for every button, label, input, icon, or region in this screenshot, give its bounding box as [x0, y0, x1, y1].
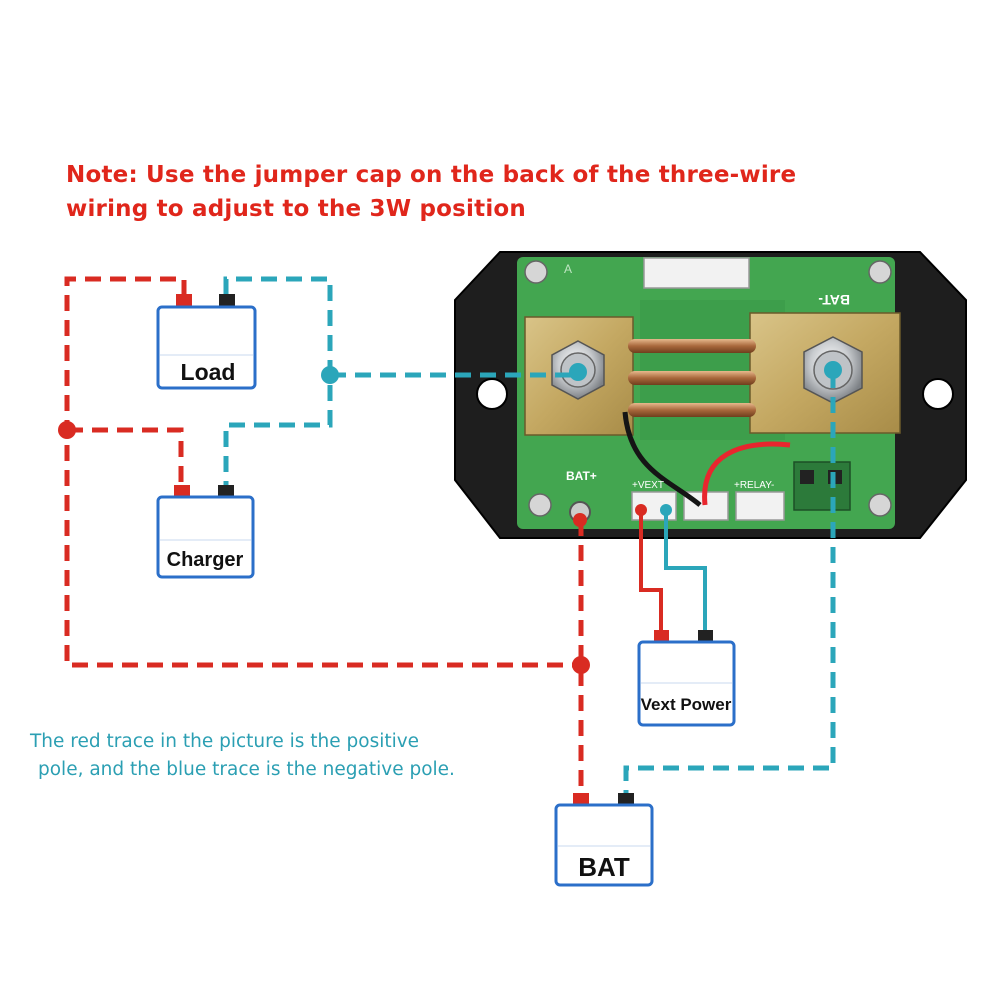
- housing-mount-hole-left: [476, 378, 508, 410]
- board-label-bat-minus: BAT-: [818, 292, 850, 308]
- load-positive-terminal: [176, 294, 192, 307]
- charger-box: Charger: [156, 485, 255, 579]
- load-box: Load: [156, 294, 257, 390]
- jumper-note: Note: Use the jumper cap on the back of …: [66, 158, 866, 226]
- sense-wire-red: [702, 441, 791, 506]
- vext-power-label: Vext Power: [641, 695, 732, 714]
- board-label-vext: +VEXT: [632, 480, 664, 491]
- jumper-note-line-2: wiring to adjust to the 3W position: [66, 196, 526, 222]
- bat-label: BAT: [578, 852, 630, 882]
- load-label: Load: [181, 359, 236, 385]
- charger-negative-terminal: [218, 485, 234, 498]
- blue-junction: [321, 366, 339, 384]
- vext-positive-terminal: [654, 630, 669, 642]
- red-wire-vext: [639, 512, 663, 632]
- red-wire-charger: [67, 427, 184, 487]
- pcb-screws: [524, 260, 892, 517]
- red-junction-left: [58, 421, 76, 439]
- relay-connector: [735, 491, 785, 521]
- red-wire-outer-loop: [64, 276, 581, 668]
- board-label-bat-plus: BAT+: [566, 469, 597, 483]
- red-node-vext: [635, 504, 647, 516]
- charger-label: Charger: [167, 549, 244, 571]
- charger-positive-terminal: [174, 485, 190, 498]
- jumper-note-line-1: Note: Use the jumper cap on the back of …: [66, 162, 797, 188]
- jumper-header: [793, 461, 851, 511]
- housing-mount-hole-right: [922, 378, 954, 410]
- board-label-relay: +RELAY-: [734, 480, 774, 491]
- load-negative-terminal: [219, 294, 235, 307]
- polarity-legend-line-2: pole, and the blue trace is the negative…: [38, 759, 455, 780]
- red-junction-bottom: [572, 656, 590, 674]
- polarity-legend: The red trace in the picture is the posi…: [30, 728, 570, 784]
- shunt-module: A BAT- BAT+ +VEXT +RELAY-: [454, 251, 967, 539]
- bat-positive-terminal: [573, 793, 589, 806]
- blue-node-right-bolt: [824, 361, 842, 379]
- blue-node-left-bolt: [569, 363, 587, 381]
- bat-negative-terminal: [618, 793, 634, 806]
- blue-node-vext: [660, 504, 672, 516]
- vext-negative-terminal: [698, 630, 713, 642]
- blue-wire-load: [223, 276, 333, 487]
- red-node-bat-plus: [573, 513, 587, 527]
- shunt-bars: [628, 339, 756, 417]
- sense-wire-black: [622, 411, 702, 507]
- top-connector: [643, 257, 750, 289]
- bat-box: BAT: [554, 793, 654, 887]
- polarity-legend-line-1: The red trace in the picture is the posi…: [30, 731, 420, 752]
- vext-power-box: Vext Power: [637, 630, 736, 727]
- blue-wire-vext: [664, 512, 707, 632]
- board-label-a: A: [564, 262, 572, 276]
- negative-wires: [223, 276, 836, 795]
